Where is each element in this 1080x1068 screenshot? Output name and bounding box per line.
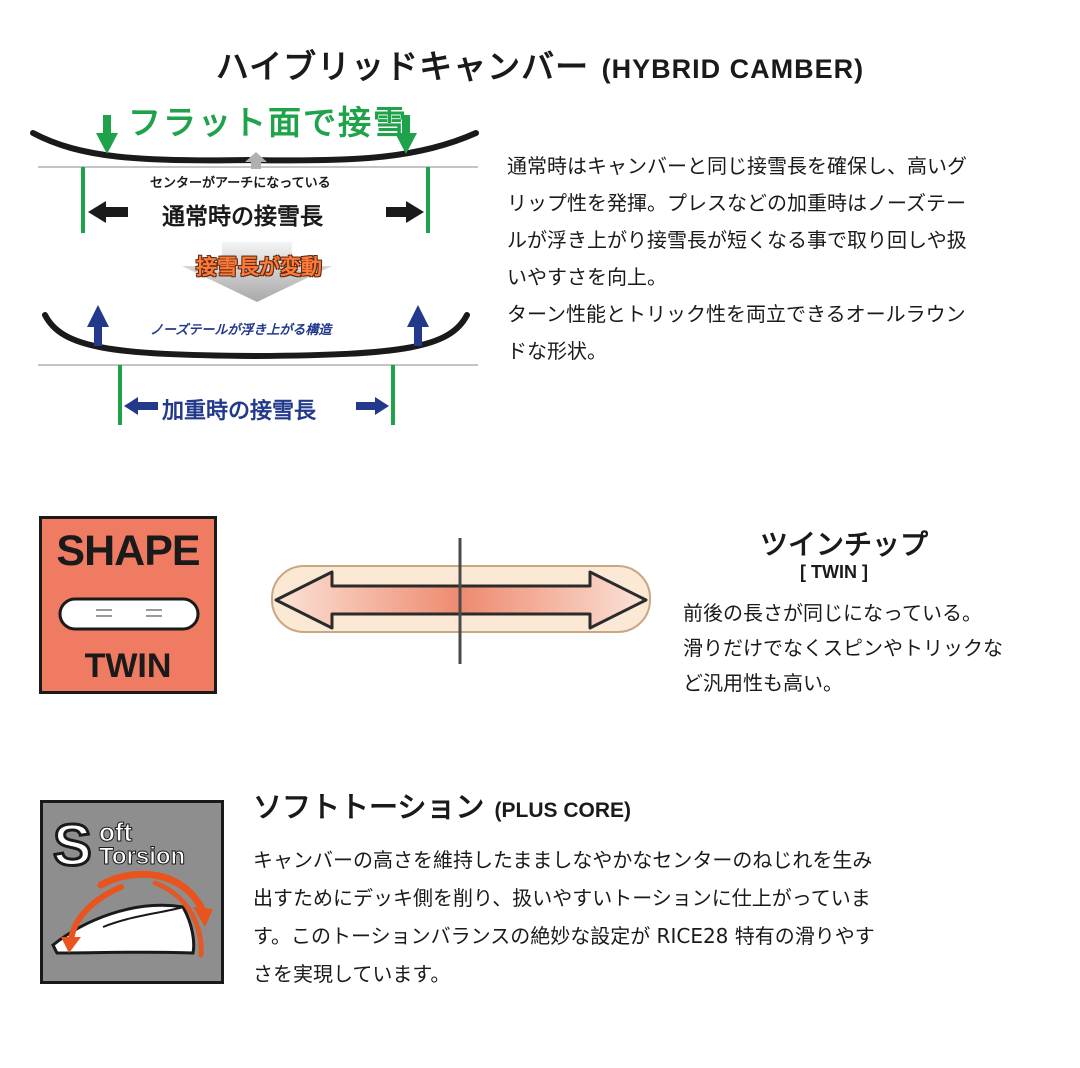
- hybrid-camber-title: ハイブリッドキャンバー (HYBRID CAMBER): [0, 40, 1080, 88]
- hybrid-title-jp: ハイブリッドキャンバー: [215, 47, 590, 86]
- down-arrow-right-icon: [395, 115, 417, 154]
- soft-torsion-title-jp: ソフトトーション: [253, 790, 485, 824]
- twin-description: 前後の長さが同じになっている。 滑りだけでなくスピンやトリックな ど汎用性も高い…: [683, 596, 1003, 701]
- board-pressed: [42, 312, 470, 360]
- soft-label: oft: [98, 817, 133, 848]
- hybrid-desc-line: ドな形状。: [507, 339, 607, 363]
- hybrid-description: 通常時はキャンバーと同じ接雪長を確保し、高いグ リップ性を発揮。プレスなどの加重…: [507, 148, 1052, 370]
- right-arrow-icon: [386, 201, 424, 223]
- hybrid-desc-line: ターン性能とトリック性を両立できるオールラウン: [507, 302, 966, 326]
- hybrid-desc-line: ルが浮き上がり接雪長が短くなる事で取り回しや扱: [507, 228, 967, 252]
- hybrid-desc-line: いやすさを向上。: [507, 265, 667, 289]
- loaded-left-arrow-icon: [124, 397, 158, 415]
- soft-torsion-badge: S oft Torsion: [40, 800, 224, 984]
- soft-initial: S: [53, 813, 92, 878]
- soft-desc-line: 出すためにデッキ側を削り、扱いやすいトーションに仕上がっていま: [253, 886, 871, 910]
- twin-board-icon: [58, 597, 200, 631]
- hybrid-camber-diagram: [30, 115, 479, 425]
- shape-badge: SHAPE TWIN: [39, 516, 217, 694]
- soft-desc-line: さを実現しています。: [253, 962, 451, 986]
- left-arrow-icon: [88, 201, 128, 223]
- twin-tip-subtitle: [ TWIN ]: [800, 562, 868, 582]
- twin-tip-title: ツインチップ: [760, 528, 929, 561]
- length-change-label: 接雪長が変動: [196, 255, 322, 279]
- center-arch-label: センターがアーチになっている: [150, 176, 331, 191]
- shape-badge-sub: TWIN: [84, 647, 172, 685]
- center-up-arrow-icon: [245, 152, 267, 169]
- flat-contact-label: フラット面で接雪: [128, 103, 408, 142]
- soft-torsion-title-en: (PLUS CORE): [494, 799, 632, 822]
- torsion-icon: S: [51, 812, 213, 958]
- hybrid-desc-line: リップ性を発揮。プレスなどの加重時はノーズテー: [507, 191, 966, 215]
- loaded-length-label: 加重時の接雪長: [162, 399, 317, 424]
- up-arrow-right-icon: [407, 305, 429, 346]
- twin-desc-line: 滑りだけでなくスピンやトリックな: [683, 636, 1003, 660]
- down-arrow-left-icon: [96, 115, 118, 154]
- twin-shape-diagram: [271, 538, 651, 664]
- soft-torsion-description: キャンバーの高さを維持したまましなやかなセンターのねじれを生み 出すためにデッキ…: [253, 841, 1053, 993]
- soft-torsion-title: ソフトトーション (PLUS CORE): [253, 784, 631, 826]
- hybrid-title-en: (HYBRID CAMBER): [601, 54, 865, 84]
- twin-desc-line: 前後の長さが同じになっている。: [683, 601, 982, 625]
- twin-desc-line: ど汎用性も高い。: [683, 671, 843, 695]
- up-arrow-left-icon: [87, 305, 109, 346]
- nose-tail-lift-label: ノーズテールが浮き上がる構造: [150, 323, 332, 338]
- transition-arrow-icon: [182, 242, 332, 302]
- hybrid-desc-line: 通常時はキャンバーと同じ接雪長を確保し、高いグ: [507, 154, 967, 178]
- loaded-right-arrow-icon: [356, 397, 389, 415]
- normal-length-label: 通常時の接雪長: [162, 204, 323, 230]
- soft-desc-line: キャンバーの高さを維持したまましなやかなセンターのねじれを生み: [253, 848, 873, 872]
- torsion-label: Torsion: [98, 843, 186, 871]
- shape-badge-title: SHAPE: [56, 527, 200, 575]
- soft-desc-line: す。このトーションバランスの絶妙な設定が RICE28 特有の滑りやす: [253, 924, 875, 948]
